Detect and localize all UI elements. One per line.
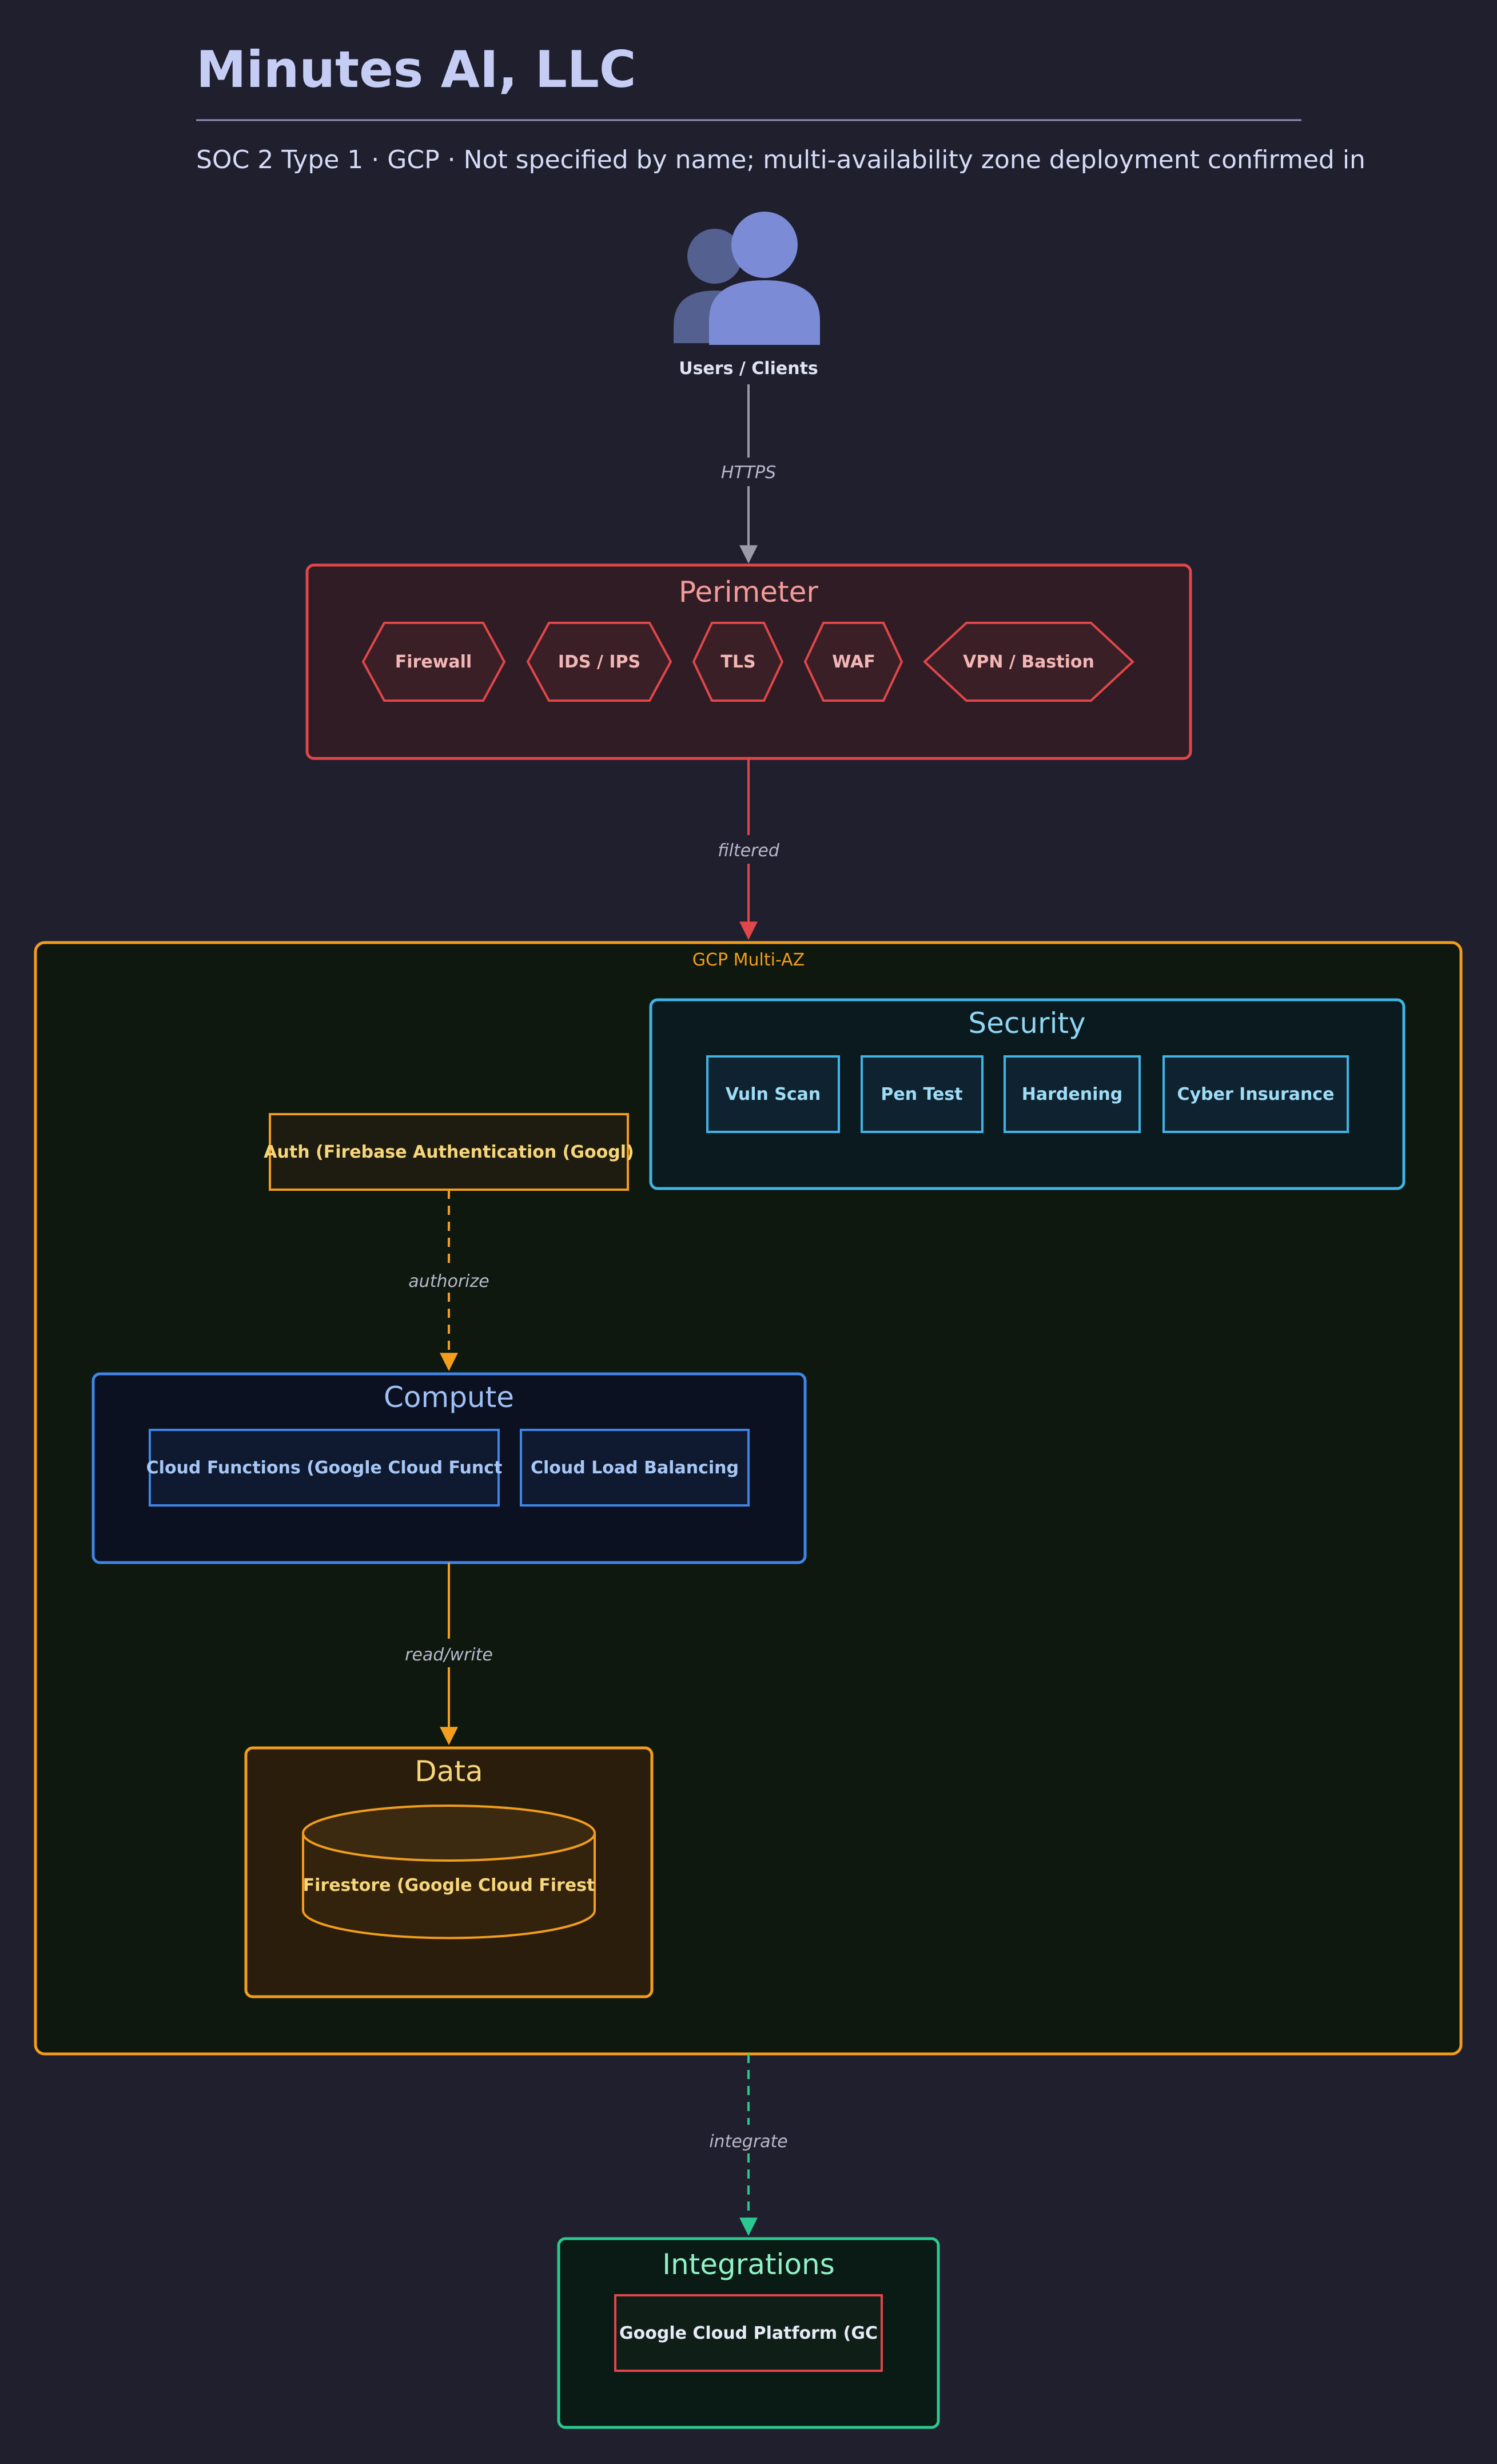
perimeter-ids-ips-label: IDS / IPS (558, 652, 640, 672)
perimeter-tls[interactable]: TLS (692, 622, 784, 702)
perimeter-vpn-bastion-label: VPN / Bastion (963, 652, 1094, 672)
auth-label: Auth (Firebase Authentication (Googl) (264, 1142, 634, 1162)
compute-cloud-functions[interactable]: Cloud Functions (Google Cloud Funct (146, 1429, 503, 1507)
integrations-title: Integrations (662, 2248, 835, 2281)
compute-load-balancing[interactable]: Cloud Load Balancing (520, 1429, 750, 1507)
security-cyber-insurance[interactable]: Cyber Insurance (1162, 1055, 1349, 1133)
edge-read-write: read/write (405, 1563, 493, 1746)
edge-https: HTTPS (721, 384, 776, 564)
security-cyber-insurance-label: Cyber Insurance (1177, 1084, 1335, 1104)
security-pen-test-label: Pen Test (881, 1084, 962, 1104)
users-label: Users / Clients (679, 359, 818, 379)
page-title: Minutes AI, LLC (196, 40, 636, 99)
perimeter-firewall-label: Firewall (395, 652, 472, 672)
edge-label-filtered: filtered (718, 841, 780, 861)
perimeter-waf-label: WAF (832, 652, 875, 672)
auth-node[interactable]: Auth (Firebase Authentication (Googl) (264, 1113, 634, 1191)
compute-cloud-functions-label: Cloud Functions (Google Cloud Funct (146, 1458, 503, 1478)
security-hardening[interactable]: Hardening (1004, 1055, 1141, 1133)
security-title: Security (968, 1007, 1085, 1040)
perimeter-tls-label: TLS (720, 652, 755, 672)
edge-filtered: filtered (718, 758, 780, 940)
integrations-group: Integrations Google Cloud Platform (GC (557, 2237, 940, 2429)
edge-label-authorize: authorize (408, 1271, 489, 1291)
compute-group: Compute Cloud Functions (Google Cloud Fu… (91, 1372, 807, 1564)
perimeter-group: Perimeter Firewall IDS / IPS TLS WAF VPN… (305, 563, 1192, 760)
data-firestore[interactable]: Firestore (Google Cloud Firest (302, 1805, 596, 1940)
users-icon (674, 212, 820, 345)
data-group: Data Firestore (Google Cloud Firest (244, 1746, 654, 1998)
edge-authorize: authorize (408, 1190, 489, 1372)
data-title: Data (415, 1755, 483, 1788)
security-group: Security Vuln Scan Pen Test Hardening Cy… (649, 998, 1406, 1190)
perimeter-ids-ips[interactable]: IDS / IPS (526, 622, 672, 702)
data-firestore-label: Firestore (Google Cloud Firest (303, 1875, 595, 1895)
integrations-gcp[interactable]: Google Cloud Platform (GC (614, 2294, 883, 2372)
perimeter-title: Perimeter (679, 575, 818, 609)
compute-load-balancing-label: Cloud Load Balancing (531, 1458, 739, 1478)
compute-title: Compute (384, 1381, 514, 1414)
security-vuln-scan[interactable]: Vuln Scan (706, 1055, 840, 1133)
security-hardening-label: Hardening (1022, 1084, 1122, 1104)
edge-label-https: HTTPS (721, 463, 776, 483)
page-subtitle: SOC 2 Type 1 · GCP · Not specified by na… (196, 145, 1365, 174)
cloud-label: GCP Multi-AZ (692, 950, 805, 970)
perimeter-vpn-bastion[interactable]: VPN / Bastion (923, 622, 1134, 702)
perimeter-waf[interactable]: WAF (803, 622, 903, 702)
security-pen-test[interactable]: Pen Test (861, 1055, 984, 1133)
edge-label-read-write: read/write (405, 1645, 493, 1665)
security-vuln-scan-label: Vuln Scan (726, 1084, 821, 1104)
perimeter-firewall[interactable]: Firewall (361, 622, 506, 702)
edge-integrate: integrate (709, 2054, 788, 2236)
integrations-gcp-label: Google Cloud Platform (GC (619, 2323, 878, 2343)
edge-label-integrate: integrate (709, 2132, 788, 2152)
